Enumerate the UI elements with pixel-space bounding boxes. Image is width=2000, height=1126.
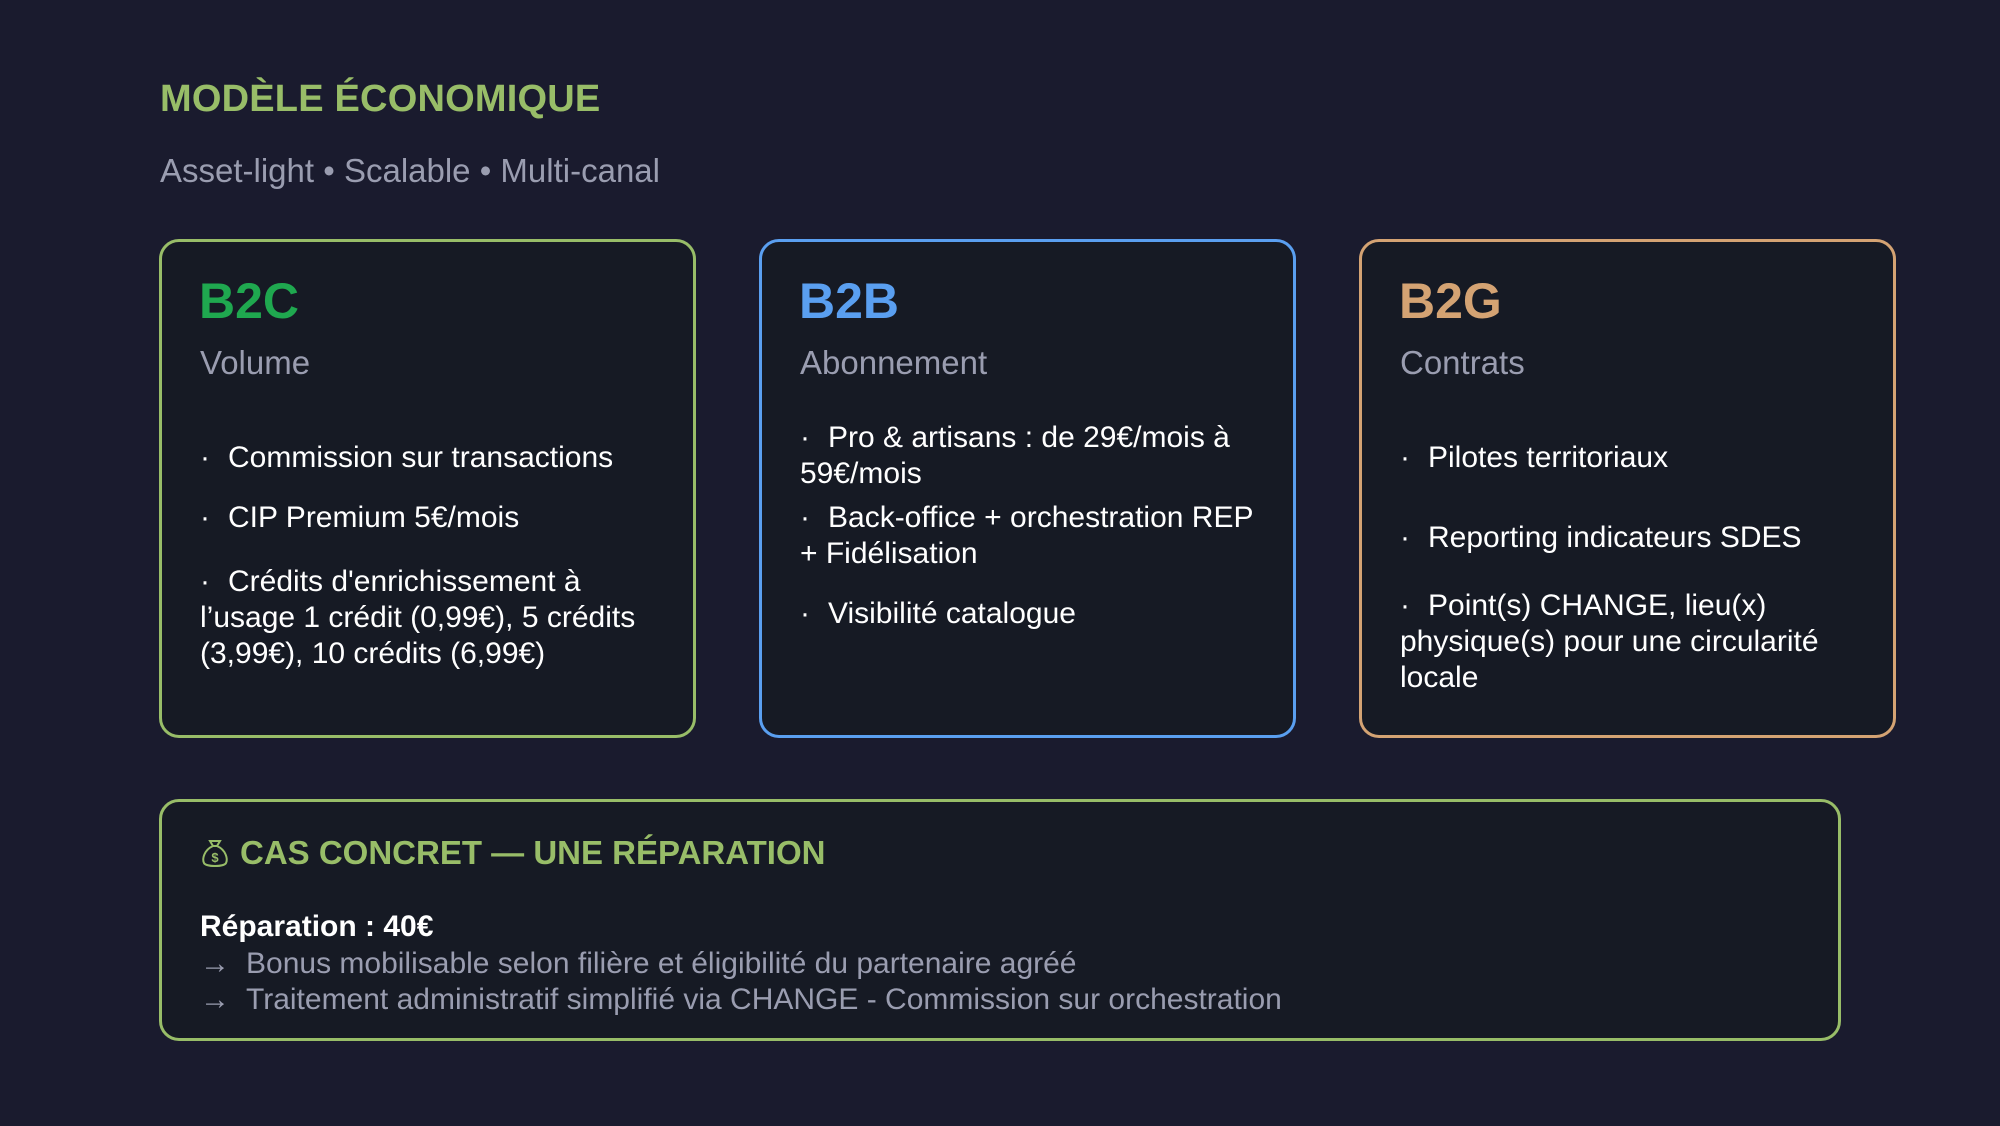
bullet-icon: · bbox=[800, 597, 810, 630]
list-item: · Commission sur transactions bbox=[200, 440, 663, 476]
example-line-text: Traitement administratif simplifié via C… bbox=[246, 983, 1282, 1016]
card-list: · Commission sur transactions · CIP Premiu… bbox=[200, 440, 663, 672]
list-item-text: CIP Premium 5€/mois bbox=[228, 501, 520, 534]
list-item-text: Pilotes territoriaux bbox=[1428, 441, 1669, 474]
example-box: $ CAS CONCRET — UNE RÉPARATION Réparatio… bbox=[159, 799, 1841, 1041]
bullet-icon: · bbox=[800, 501, 810, 534]
bullet-icon: · bbox=[200, 565, 210, 598]
card-list: ·Pro & artisans : de 29€/mois à 59€/mois… bbox=[800, 420, 1263, 632]
list-item-text: Visibilité catalogue bbox=[828, 597, 1076, 630]
list-item: · Reporting indicateurs SDES bbox=[1400, 520, 1863, 556]
bullet-icon: · bbox=[200, 501, 210, 534]
card-title: B2B bbox=[799, 273, 900, 329]
money-bag-icon: $ bbox=[202, 840, 228, 867]
page-title: MODÈLE ÉCONOMIQUE bbox=[160, 78, 601, 120]
list-item: ·Back-office + orchestration REP + Fidél… bbox=[800, 500, 1263, 572]
example-title-row: $ CAS CONCRET — UNE RÉPARATION bbox=[200, 834, 825, 872]
list-item-text: Reporting indicateurs SDES bbox=[1428, 521, 1802, 554]
bullet-icon: · bbox=[1400, 521, 1410, 554]
arrow-right-icon: → bbox=[200, 947, 230, 980]
bullet-icon: · bbox=[200, 441, 210, 474]
bullet-icon: · bbox=[1400, 441, 1410, 474]
list-item-text: Crédits d'enrichissement à l’usage 1 cré… bbox=[200, 565, 636, 670]
bullet-icon: · bbox=[1400, 589, 1410, 622]
card-b2b: B2B Abonnement ·Pro & artisans : de 29€/… bbox=[759, 239, 1296, 738]
example-line-text: Bonus mobilisable selon filière et éligi… bbox=[246, 947, 1077, 980]
example-title: CAS CONCRET — UNE RÉPARATION bbox=[240, 834, 826, 871]
example-line: → Bonus mobilisable selon filière et élig… bbox=[200, 947, 1077, 981]
page-subtitle: Asset-light • Scalable • Multi-canal bbox=[160, 152, 660, 189]
card-subtitle: Volume bbox=[200, 344, 311, 381]
bullet-icon: · bbox=[800, 421, 810, 454]
list-item: · Pilotes territoriaux bbox=[1400, 440, 1863, 476]
list-item-text: Commission sur transactions bbox=[228, 441, 614, 474]
list-item-text: Point(s) CHANGE, lieu(x) physique(s) pou… bbox=[1400, 589, 1819, 694]
arrow-right-icon: → bbox=[200, 983, 230, 1016]
card-title: B2C bbox=[199, 273, 300, 329]
card-b2g: B2G Contrats · Pilotes territoriaux · Repo… bbox=[1359, 239, 1896, 738]
list-item-text: Pro & artisans : de 29€/mois à 59€/mois bbox=[800, 421, 1230, 490]
card-list: · Pilotes territoriaux · Reporting indicat… bbox=[1400, 440, 1863, 696]
list-item: ·Pro & artisans : de 29€/mois à 59€/mois bbox=[800, 420, 1263, 492]
card-subtitle: Abonnement bbox=[800, 344, 988, 381]
example-line: → Traitement administratif simplifié via … bbox=[200, 983, 1282, 1017]
list-item: · CIP Premium 5€/mois bbox=[200, 500, 663, 536]
example-headline: Réparation : 40€ bbox=[200, 910, 434, 943]
list-item: · Visibilité catalogue bbox=[800, 596, 1263, 632]
card-b2c: B2C Volume · Commission sur transactions … bbox=[159, 239, 696, 738]
svg-text:$: $ bbox=[211, 850, 219, 865]
card-title: B2G bbox=[1399, 273, 1502, 329]
card-subtitle: Contrats bbox=[1400, 344, 1525, 381]
list-item-text: Back-office + orchestration REP + Fidéli… bbox=[800, 501, 1253, 570]
list-item: ·Point(s) CHANGE, lieu(x) physique(s) po… bbox=[1400, 588, 1863, 696]
list-item: ·Crédits d'enrichissement à l’usage 1 cr… bbox=[200, 564, 663, 672]
